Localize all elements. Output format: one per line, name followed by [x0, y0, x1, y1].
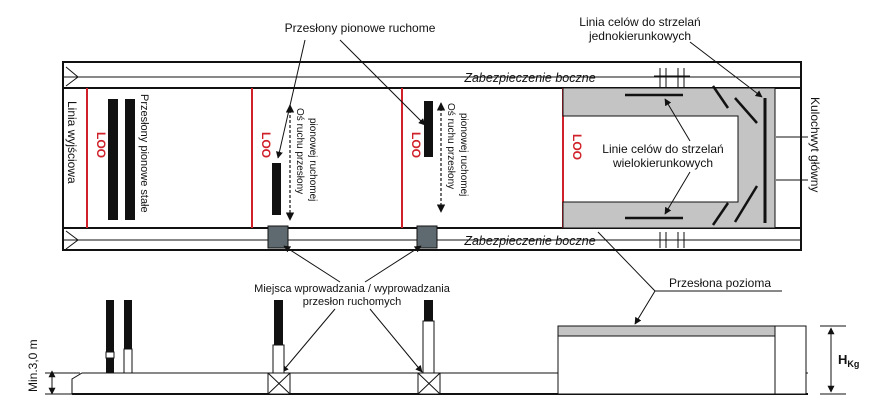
fixed-baffle-2 — [125, 99, 135, 220]
multi-target-lines-label-1: Linie celów do strzelań — [602, 142, 723, 156]
loo-label-2: LOO — [259, 132, 273, 158]
entry-points-label-1: Miejsca wprowadzania / wyprowadzania — [254, 283, 451, 295]
firing-line-label: Linia wyjściowa — [65, 101, 79, 184]
loo-label-1: LOO — [94, 132, 108, 158]
entry-slot-1 — [267, 225, 289, 249]
entry-points-label-2: przesłon ruchomych — [303, 296, 401, 308]
movable-baffle-1 — [272, 163, 281, 215]
side-protection-top-label: Zabezpieczenie boczne — [463, 71, 595, 85]
side-protection-bottom-label: Zabezpieczenie boczne — [463, 234, 595, 248]
band-ticks — [654, 68, 690, 248]
safety-lines — [86, 88, 564, 228]
loo-label-4: LOO — [570, 134, 584, 160]
horizontal-baffle-block — [557, 325, 776, 395]
movable-baffle-2 — [424, 101, 433, 157]
side-protection-bottom-arrowhead — [65, 230, 79, 250]
fixed-baffles-label: Przesłony pionowe stałe — [138, 94, 150, 213]
movement-axis-2-label-a: Oś ruchu przesłony — [445, 103, 456, 189]
multi-target-lines-label-2: wielokierunkowych — [612, 156, 713, 170]
movement-axis-1-label-b: pionowej ruchomej — [307, 118, 318, 201]
min-height-label: Min.3,0 m — [26, 339, 40, 392]
main-bullet-trap-label: Kulochwyt główny — [808, 97, 822, 192]
plan-view: Zabezpieczenie boczne Zabezpieczenie boc… — [62, 61, 822, 251]
side-view: Min.3,0 m HKg — [26, 300, 859, 395]
bullet-trap-shape — [562, 87, 776, 229]
movable-baffles-label: Przesłony pionowe ruchome — [285, 21, 436, 35]
loo-label-3: LOO — [409, 132, 423, 158]
single-target-line-label-1: Linia celów do strzelań — [579, 15, 700, 29]
single-target-line-label-2: jednokierunkowych — [588, 29, 691, 43]
entry-slot-2 — [416, 225, 438, 249]
range-outline — [62, 61, 802, 251]
fixed-baffle-1 — [108, 99, 118, 220]
movement-axis-2-label-b: pionowej ruchomej — [458, 113, 469, 196]
horizontal-baffle-label: Przesłona pozioma — [669, 276, 771, 290]
movement-axis-1-label-a: Oś ruchu przesłony — [294, 108, 305, 194]
side-protection-top-arrowhead — [65, 66, 79, 87]
h-kg-label: HKg — [838, 352, 859, 369]
